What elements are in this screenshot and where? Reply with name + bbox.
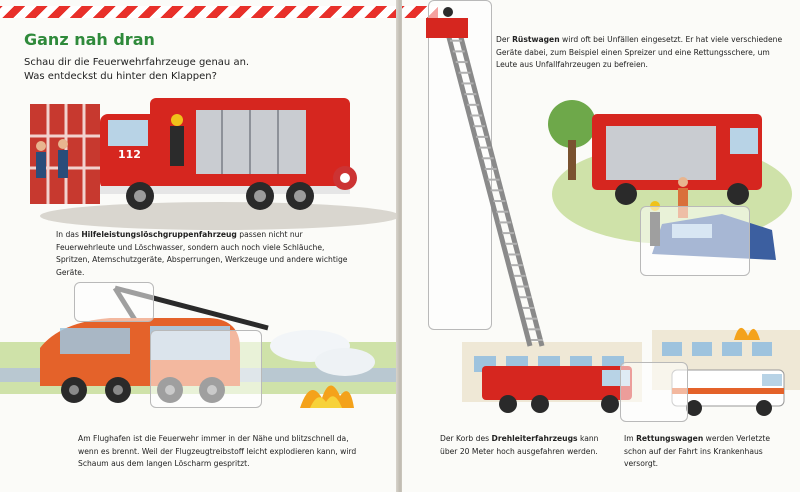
flap-ambulance[interactable] bbox=[620, 362, 688, 422]
book-gutter bbox=[396, 0, 404, 492]
caption-rustwagen: Der Rüstwagen wird oft bei Unfällen eing… bbox=[496, 35, 783, 69]
flap-airport-cab[interactable] bbox=[150, 330, 262, 408]
term-rustwagen: Rüstwagen bbox=[512, 35, 560, 44]
term-hlf: Hilfeleistungslöschgruppenfahrzeug bbox=[81, 230, 237, 239]
left-page: Ganz nah dran Schau dir die Feuerwehrfah… bbox=[0, 0, 398, 492]
caption-airport: Am Flughafen ist die Feuerwehr immer in … bbox=[78, 434, 357, 468]
ladder-truck-illustration bbox=[426, 7, 642, 413]
flap-rustwagen[interactable] bbox=[640, 206, 750, 276]
caption-ladder: Der Korb des Drehleiterfahrzeugs kann üb… bbox=[440, 434, 599, 456]
intro-text: Schau dir die Feuerwehrfahrzeuge genau a… bbox=[24, 56, 364, 84]
fire-truck-illustration: 112 bbox=[30, 98, 398, 230]
caption-hlf: In das Hilfeleistungslöschgruppenfahrzeu… bbox=[56, 230, 348, 277]
page-title: Ganz nah dran bbox=[24, 30, 155, 49]
flap-airport-boom[interactable] bbox=[74, 282, 154, 322]
intro-line-1: Schau dir die Feuerwehrfahrzeuge genau a… bbox=[24, 57, 250, 68]
truck-number: 112 bbox=[118, 148, 141, 161]
term-drehleiter: Drehleiterfahrzeugs bbox=[491, 434, 578, 443]
intro-line-2: Was entdeckst du hinter den Klappen? bbox=[24, 71, 217, 82]
term-rettungswagen: Rettungswagen bbox=[636, 434, 704, 443]
top-stripe-left bbox=[0, 6, 398, 18]
right-page: Der Rüstwagen wird oft bei Unfällen eing… bbox=[402, 0, 800, 492]
caption-ambulance: Im Rettungswagen werden Verletzte schon … bbox=[624, 434, 771, 468]
